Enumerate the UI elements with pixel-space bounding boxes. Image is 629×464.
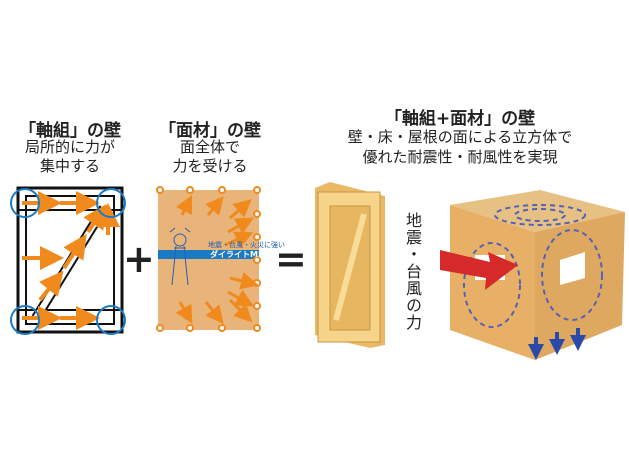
cube-illustration (440, 190, 625, 360)
panel-brand: ダイライトMS (210, 249, 264, 259)
plus-sign: + (123, 237, 155, 281)
force-label: 地震・台風の力 (403, 212, 422, 331)
equals-sign: = (275, 237, 307, 281)
frame-wall-illustration (10, 186, 126, 335)
panel-wall-desc-1: 面全体で (179, 138, 240, 156)
panel-text: 地震・台風・火災に強い (208, 240, 285, 249)
frame-wall-desc-1: 局所的に力が (24, 138, 115, 156)
combined-wall-desc-2: 優れた耐震性・耐風性を実現 (362, 148, 558, 166)
frame-wall-title: 「軸組」の壁 (19, 121, 121, 141)
combined-wall-title: 「軸組+面材」の壁 (384, 109, 536, 129)
combined-wall-desc-1: 壁・床・屋根の面による立方体で (347, 128, 573, 146)
combined-wall-illustration (315, 182, 385, 348)
panel-illustration: 地震・台風・火災に強い ダイライトMS (156, 186, 285, 332)
panel-wall-title: 「面材」の壁 (159, 121, 261, 141)
frame-wall-desc-2: 集中する (39, 157, 100, 175)
panel-wall-desc-2: 力を受ける (172, 157, 248, 175)
